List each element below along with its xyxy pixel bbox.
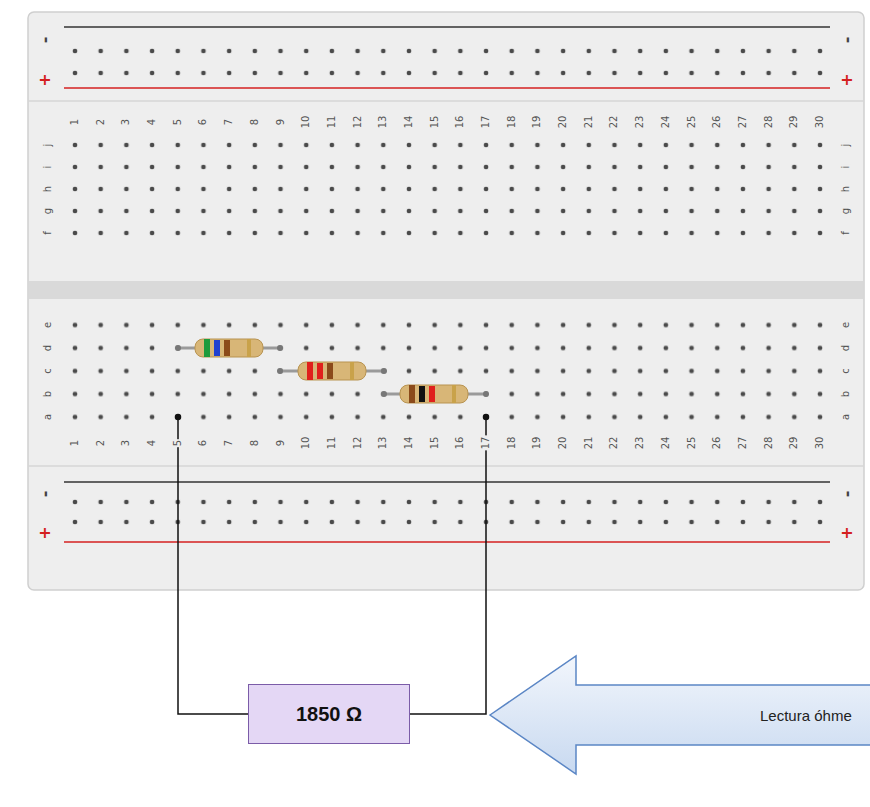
row-letter: b (841, 390, 851, 398)
column-number: 23 (635, 115, 645, 130)
column-number: 4 (147, 439, 157, 447)
column-number: 18 (507, 436, 517, 451)
reading-value: 1850 Ω (296, 703, 362, 726)
column-number: 11 (327, 115, 337, 130)
column-number: 1 (70, 439, 80, 447)
row-letter: a (841, 413, 851, 421)
row-letter: i (841, 165, 851, 170)
callout-text: Lectura óhme (760, 707, 852, 724)
column-number: 21 (584, 436, 594, 451)
row-letter: d (841, 344, 851, 352)
column-number: 3 (121, 439, 131, 447)
row-letter: h (841, 185, 851, 193)
row-letter: c (43, 367, 53, 375)
column-number: 13 (378, 115, 388, 130)
column-number: 8 (250, 439, 260, 447)
column-number: 20 (558, 115, 568, 130)
column-number: 27 (738, 436, 748, 451)
column-number: 24 (661, 436, 671, 451)
row-letter: h (43, 185, 53, 193)
row-letter: a (43, 413, 53, 421)
column-number: 12 (353, 115, 363, 130)
column-number: 20 (558, 436, 568, 451)
row-letter: j (43, 143, 53, 148)
column-number: 5 (173, 118, 183, 126)
column-number: 13 (378, 436, 388, 451)
resistor-symbol (381, 385, 489, 403)
column-number: 9 (276, 118, 286, 126)
column-number: 30 (815, 115, 825, 130)
column-number: 15 (430, 436, 440, 451)
column-number: 7 (224, 439, 234, 447)
column-number: 26 (712, 436, 722, 451)
column-number: 23 (635, 436, 645, 451)
column-number: 28 (764, 115, 774, 130)
rail-sign: + (839, 71, 855, 88)
column-number: 5 (173, 439, 183, 447)
column-number: 16 (455, 115, 465, 130)
column-number: 17 (481, 115, 491, 130)
column-number: 14 (404, 436, 414, 451)
column-number: 12 (353, 436, 363, 451)
column-number: 22 (609, 436, 619, 451)
row-letter: e (841, 321, 851, 329)
column-number: 25 (687, 436, 697, 451)
row-letter: j (841, 143, 851, 148)
column-number: 6 (198, 118, 208, 126)
column-number: 9 (276, 439, 286, 447)
row-letter: d (43, 344, 53, 352)
row-letter: f (43, 230, 53, 236)
rail-sign: - (839, 489, 855, 500)
column-number: 16 (455, 436, 465, 451)
rail-sign: + (37, 524, 53, 541)
column-number: 10 (301, 436, 311, 451)
row-letter: b (43, 390, 53, 398)
column-number: 30 (815, 436, 825, 451)
resistor-symbol (175, 339, 283, 357)
column-number: 21 (584, 115, 594, 130)
column-number: 27 (738, 115, 748, 130)
column-number: 4 (147, 118, 157, 126)
meter-wire (176, 415, 489, 715)
rail-sign: - (839, 35, 855, 46)
column-number: 10 (301, 115, 311, 130)
resistor-symbol (277, 362, 387, 380)
column-number: 15 (430, 115, 440, 130)
row-letter: g (43, 207, 53, 215)
column-number: 18 (507, 115, 517, 130)
column-number: 19 (532, 436, 542, 451)
column-number: 17 (481, 436, 491, 451)
column-number: 7 (224, 118, 234, 126)
rail-sign: + (37, 71, 53, 88)
column-number: 8 (250, 118, 260, 126)
column-number: 6 (198, 439, 208, 447)
column-number: 11 (327, 436, 337, 451)
column-number: 2 (96, 118, 106, 126)
column-number: 22 (609, 115, 619, 130)
column-number: 19 (532, 115, 542, 130)
column-number: 3 (121, 118, 131, 126)
reading-box: 1850 Ω (248, 684, 410, 744)
column-number: 1 (70, 118, 80, 126)
rail-sign: - (37, 489, 53, 500)
row-letter: c (841, 367, 851, 375)
column-number: 29 (789, 436, 799, 451)
rail-sign: - (37, 35, 53, 46)
callout-arrow: Lectura óhme (488, 655, 870, 775)
row-letter: g (841, 207, 851, 215)
row-letter: f (841, 230, 851, 236)
column-number: 25 (687, 115, 697, 130)
column-number: 28 (764, 436, 774, 451)
column-number: 2 (96, 439, 106, 447)
row-letter: i (43, 165, 53, 170)
column-number: 14 (404, 115, 414, 130)
column-number: 24 (661, 115, 671, 130)
row-letter: e (43, 321, 53, 329)
column-number: 29 (789, 115, 799, 130)
column-number: 26 (712, 115, 722, 130)
rail-sign: + (839, 524, 855, 541)
